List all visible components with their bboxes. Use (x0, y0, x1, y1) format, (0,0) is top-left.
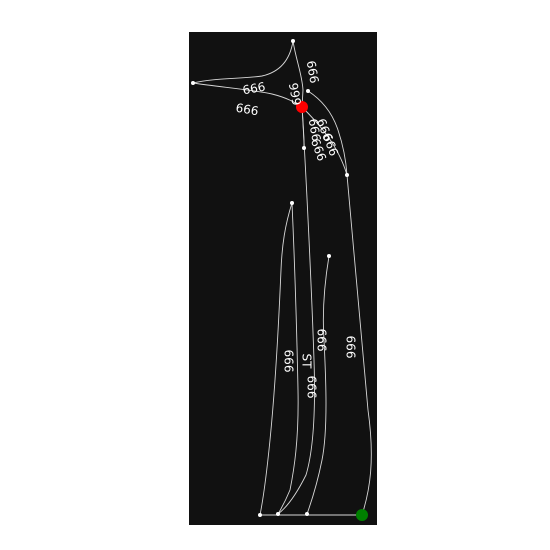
edge-label: ST (300, 354, 314, 370)
edge-label: 666 (305, 376, 319, 399)
edge (192, 40, 294, 84)
edge-label: 666 (344, 336, 358, 359)
graph-node (327, 254, 331, 258)
graph-node (276, 512, 280, 516)
start-node (296, 101, 308, 113)
nodes (191, 39, 368, 521)
edges (192, 40, 372, 516)
edge-label: 666 (287, 82, 305, 107)
graph-node (345, 173, 349, 177)
edge-label: 666 (282, 350, 296, 373)
edge (277, 202, 299, 515)
edge (192, 82, 303, 108)
edge (301, 106, 348, 176)
graph-node (258, 513, 262, 517)
edge-label: 666 (235, 101, 260, 119)
edge-label: 666 (306, 117, 324, 142)
graph-node (302, 146, 306, 150)
edge-label: 666 (241, 80, 266, 98)
graph-node (290, 201, 294, 205)
graph-node (191, 81, 195, 85)
graph-node (305, 512, 309, 516)
graph-node (291, 39, 295, 43)
end-node (356, 509, 368, 521)
edge (346, 174, 372, 516)
edge (277, 106, 315, 515)
edge-label: 666 (315, 329, 329, 352)
edge-label: 666 (304, 59, 322, 84)
edge (259, 202, 293, 516)
diagram-canvas (189, 32, 377, 525)
edge-labels: 666 666 666 666 666 666 666 666 666 666 … (235, 59, 358, 398)
edge (307, 90, 348, 176)
graph-node (306, 89, 310, 93)
edge (292, 40, 304, 108)
edge (306, 255, 330, 515)
